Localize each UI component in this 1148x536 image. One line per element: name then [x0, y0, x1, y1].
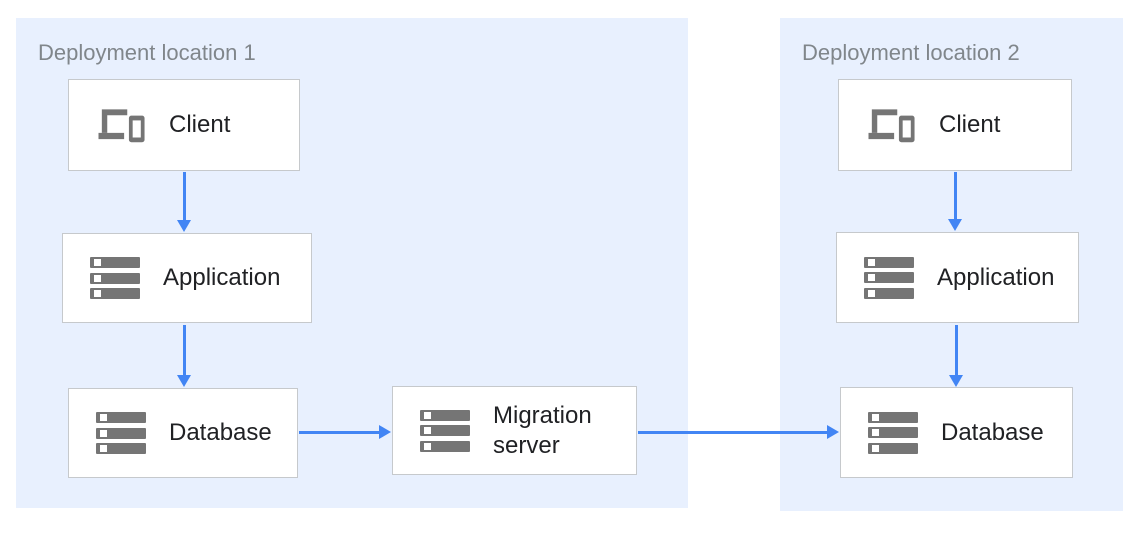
server-icon	[420, 409, 470, 452]
node-application-2: Application	[836, 232, 1079, 323]
node-migration-server: Migration server	[392, 386, 637, 475]
deployment-location-1-label: Deployment location 1	[38, 40, 256, 65]
node-label: Database	[941, 418, 1044, 446]
devices-icon	[96, 102, 146, 148]
arrow-database1-to-migration-server	[299, 425, 391, 439]
server-icon	[90, 257, 140, 299]
node-label: Client	[939, 111, 1001, 138]
server-icon	[96, 412, 146, 454]
node-label: Application	[937, 263, 1055, 291]
node-database-2: Database	[840, 387, 1073, 478]
arrow-client1-to-application1	[177, 172, 191, 232]
node-client-2: Client	[838, 79, 1072, 171]
arrow-migration-server-to-database2	[638, 425, 839, 439]
node-label: Application	[163, 264, 281, 291]
node-client-1: Client	[68, 79, 300, 171]
node-label: Migration server	[493, 401, 592, 459]
node-label: Database	[169, 419, 272, 446]
devices-icon	[866, 102, 916, 148]
server-icon	[864, 256, 914, 299]
arrow-application2-to-database2	[949, 325, 963, 387]
server-icon	[868, 411, 918, 454]
arrow-client2-to-application2	[948, 172, 962, 231]
arrow-application1-to-database1	[177, 325, 191, 387]
node-label: Client	[169, 111, 231, 138]
node-application-1: Application	[62, 233, 312, 323]
deployment-location-2-label: Deployment location 2	[802, 40, 1020, 65]
node-database-1: Database	[68, 388, 298, 478]
